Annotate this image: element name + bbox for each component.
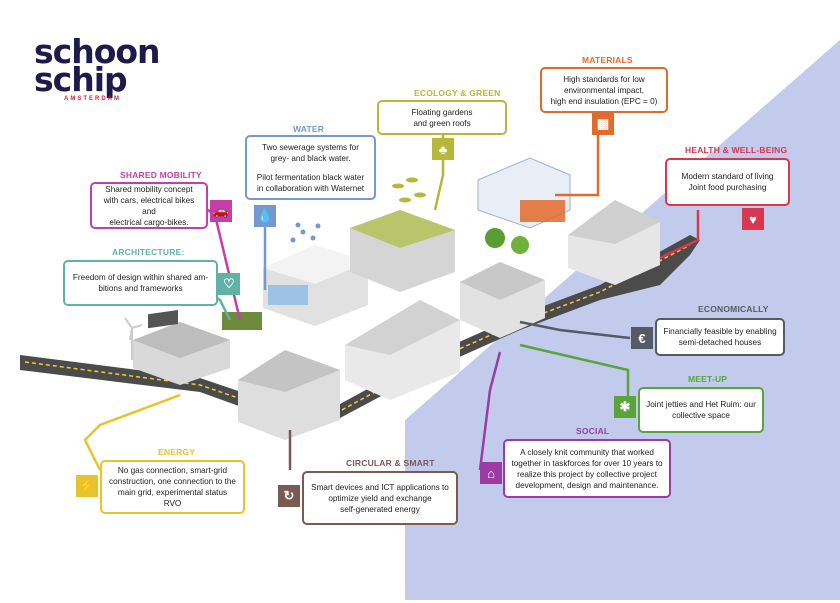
- economically-text-line: Financially feasible by enabling: [663, 327, 777, 336]
- water-text-line: Two sewerage systems for: [262, 142, 359, 152]
- building-center-left: [263, 245, 368, 326]
- energy-text-line: No gas connection, smart-grid: [117, 466, 228, 475]
- meetup-text-line: Joint jetties and Het Ruim: our: [646, 400, 756, 409]
- connector-health: [659, 210, 700, 260]
- handshake-icon: ♡: [218, 273, 240, 295]
- materials-text-line: High standards for low: [563, 74, 645, 84]
- water-text-line: Pilot fermentation black water: [256, 172, 365, 182]
- lightning-icon: ⚡: [76, 475, 98, 497]
- floating-garden: [222, 312, 262, 330]
- logo-line1: schoon: [34, 32, 161, 71]
- heart-pulse-icon: ♥: [742, 208, 764, 230]
- mobility-text-line: with cars, electrical bikes and: [103, 195, 195, 216]
- health-text-line: Joint food purchasing: [688, 183, 767, 192]
- mobility-box: Shared mobility concept with cars, elect…: [90, 182, 208, 229]
- mobility-title: SHARED MOBILITY: [120, 170, 202, 180]
- social-text-line: realize this project by collective proje…: [517, 469, 657, 479]
- architecture-text-line: Freedom of design within shared am-: [72, 273, 209, 282]
- health-title: HEALTH & WELL-BEING: [685, 145, 788, 155]
- institution-icon: ⌂: [480, 462, 502, 484]
- economically-text-line: semi-detached houses: [678, 338, 762, 347]
- economically-box: Financially feasible by enabling semi-de…: [655, 318, 785, 356]
- energy-text-line: construction, one connection to the: [109, 477, 236, 486]
- building-left: [133, 309, 230, 385]
- tree: [511, 236, 529, 254]
- architecture-box: Freedom of design within shared am- biti…: [63, 260, 218, 306]
- ecology-text-line: Floating gardens: [411, 107, 473, 117]
- cycle-icon: ↻: [278, 485, 300, 507]
- mobility-text-line: electrical cargo-bikes.: [109, 217, 189, 227]
- circular-title: CIRCULAR & SMART: [346, 458, 435, 468]
- logo-line3: AMSTERDAM: [64, 96, 121, 102]
- circular-text-line: Smart devices and ICT applications to: [311, 482, 449, 492]
- schoonschip-logo: schoon schip AMSTERDAM: [34, 32, 161, 102]
- water-drop-icon: 💧: [254, 205, 276, 227]
- ecology-text-line: and green roofs: [413, 118, 471, 128]
- economically-title: ECONOMICALLY: [698, 304, 769, 314]
- building-right: [568, 200, 660, 285]
- building-smart: [238, 350, 340, 440]
- circular-text-line: self-generated energy: [340, 504, 420, 514]
- connector-economically: [519, 320, 631, 340]
- social-text-line: together in taskforces for over 10 years…: [511, 458, 663, 468]
- architecture-text-line: bitions and frameworks: [98, 284, 183, 293]
- connector-energy: [83, 393, 181, 471]
- building-middle: [460, 262, 545, 338]
- social-box: A closely knit community that worked tog…: [503, 439, 671, 498]
- building-big: [345, 300, 460, 400]
- tree: [485, 228, 505, 248]
- water-title: WATER: [293, 124, 325, 134]
- connector-social: [478, 351, 502, 471]
- materials-text-line: high end insulation (EPC = 0): [550, 96, 658, 106]
- materials-box: High standards for low environmental imp…: [540, 67, 668, 113]
- materials-text-line: environmental impact,: [563, 85, 645, 95]
- building-greenhouse: [477, 157, 571, 229]
- car-icon: 🚗: [210, 200, 232, 222]
- rain-drops: [290, 222, 321, 243]
- water-text-line: [257, 164, 364, 172]
- logo-line2: schip: [34, 60, 128, 99]
- water-text-line: in collaboration with Waternet: [256, 183, 365, 193]
- water-text-line: grey- and black water.: [270, 153, 351, 163]
- energy-box: No gas connection, smart-grid constructi…: [100, 460, 245, 514]
- architecture-title: ARCHITECTURE:: [112, 247, 185, 257]
- health-text-line: Modern standard of living: [681, 172, 774, 181]
- circular-text-line: optimize yield and exchange: [328, 493, 432, 503]
- circular-box: Smart devices and ICT applications to op…: [302, 471, 458, 525]
- meetup-box: Joint jetties and Het Ruim: our collecti…: [638, 387, 764, 433]
- bricks-icon: ▦: [592, 113, 614, 135]
- ecology-box: Floating gardens and green roofs: [377, 100, 507, 135]
- building-greenroof: [350, 210, 455, 292]
- mobility-text-line: Shared mobility concept: [105, 184, 193, 194]
- meetup-title: MEET-UP: [688, 374, 728, 384]
- energy-title: ENERGY: [158, 447, 196, 457]
- tree-icon: ♣: [432, 138, 454, 160]
- meeting-icon: ✱: [614, 396, 636, 418]
- social-title: SOCIAL: [576, 426, 610, 436]
- leaves-decoration: [392, 177, 426, 203]
- water-box: Two sewerage systems for grey- and black…: [245, 135, 376, 200]
- meetup-text-line: collective space: [672, 411, 730, 420]
- social-text-line: A closely knit community that worked: [520, 447, 654, 457]
- health-box: Modern standard of living Joint food pur…: [665, 158, 790, 206]
- materials-title: MATERIALS: [582, 55, 633, 65]
- ecology-title: ECOLOGY & GREEN: [414, 88, 501, 98]
- social-text-line: development, design and maintenance.: [515, 480, 659, 490]
- euro-icon: €: [631, 327, 653, 349]
- energy-text-line: main grid, experimental status RVO: [117, 488, 228, 508]
